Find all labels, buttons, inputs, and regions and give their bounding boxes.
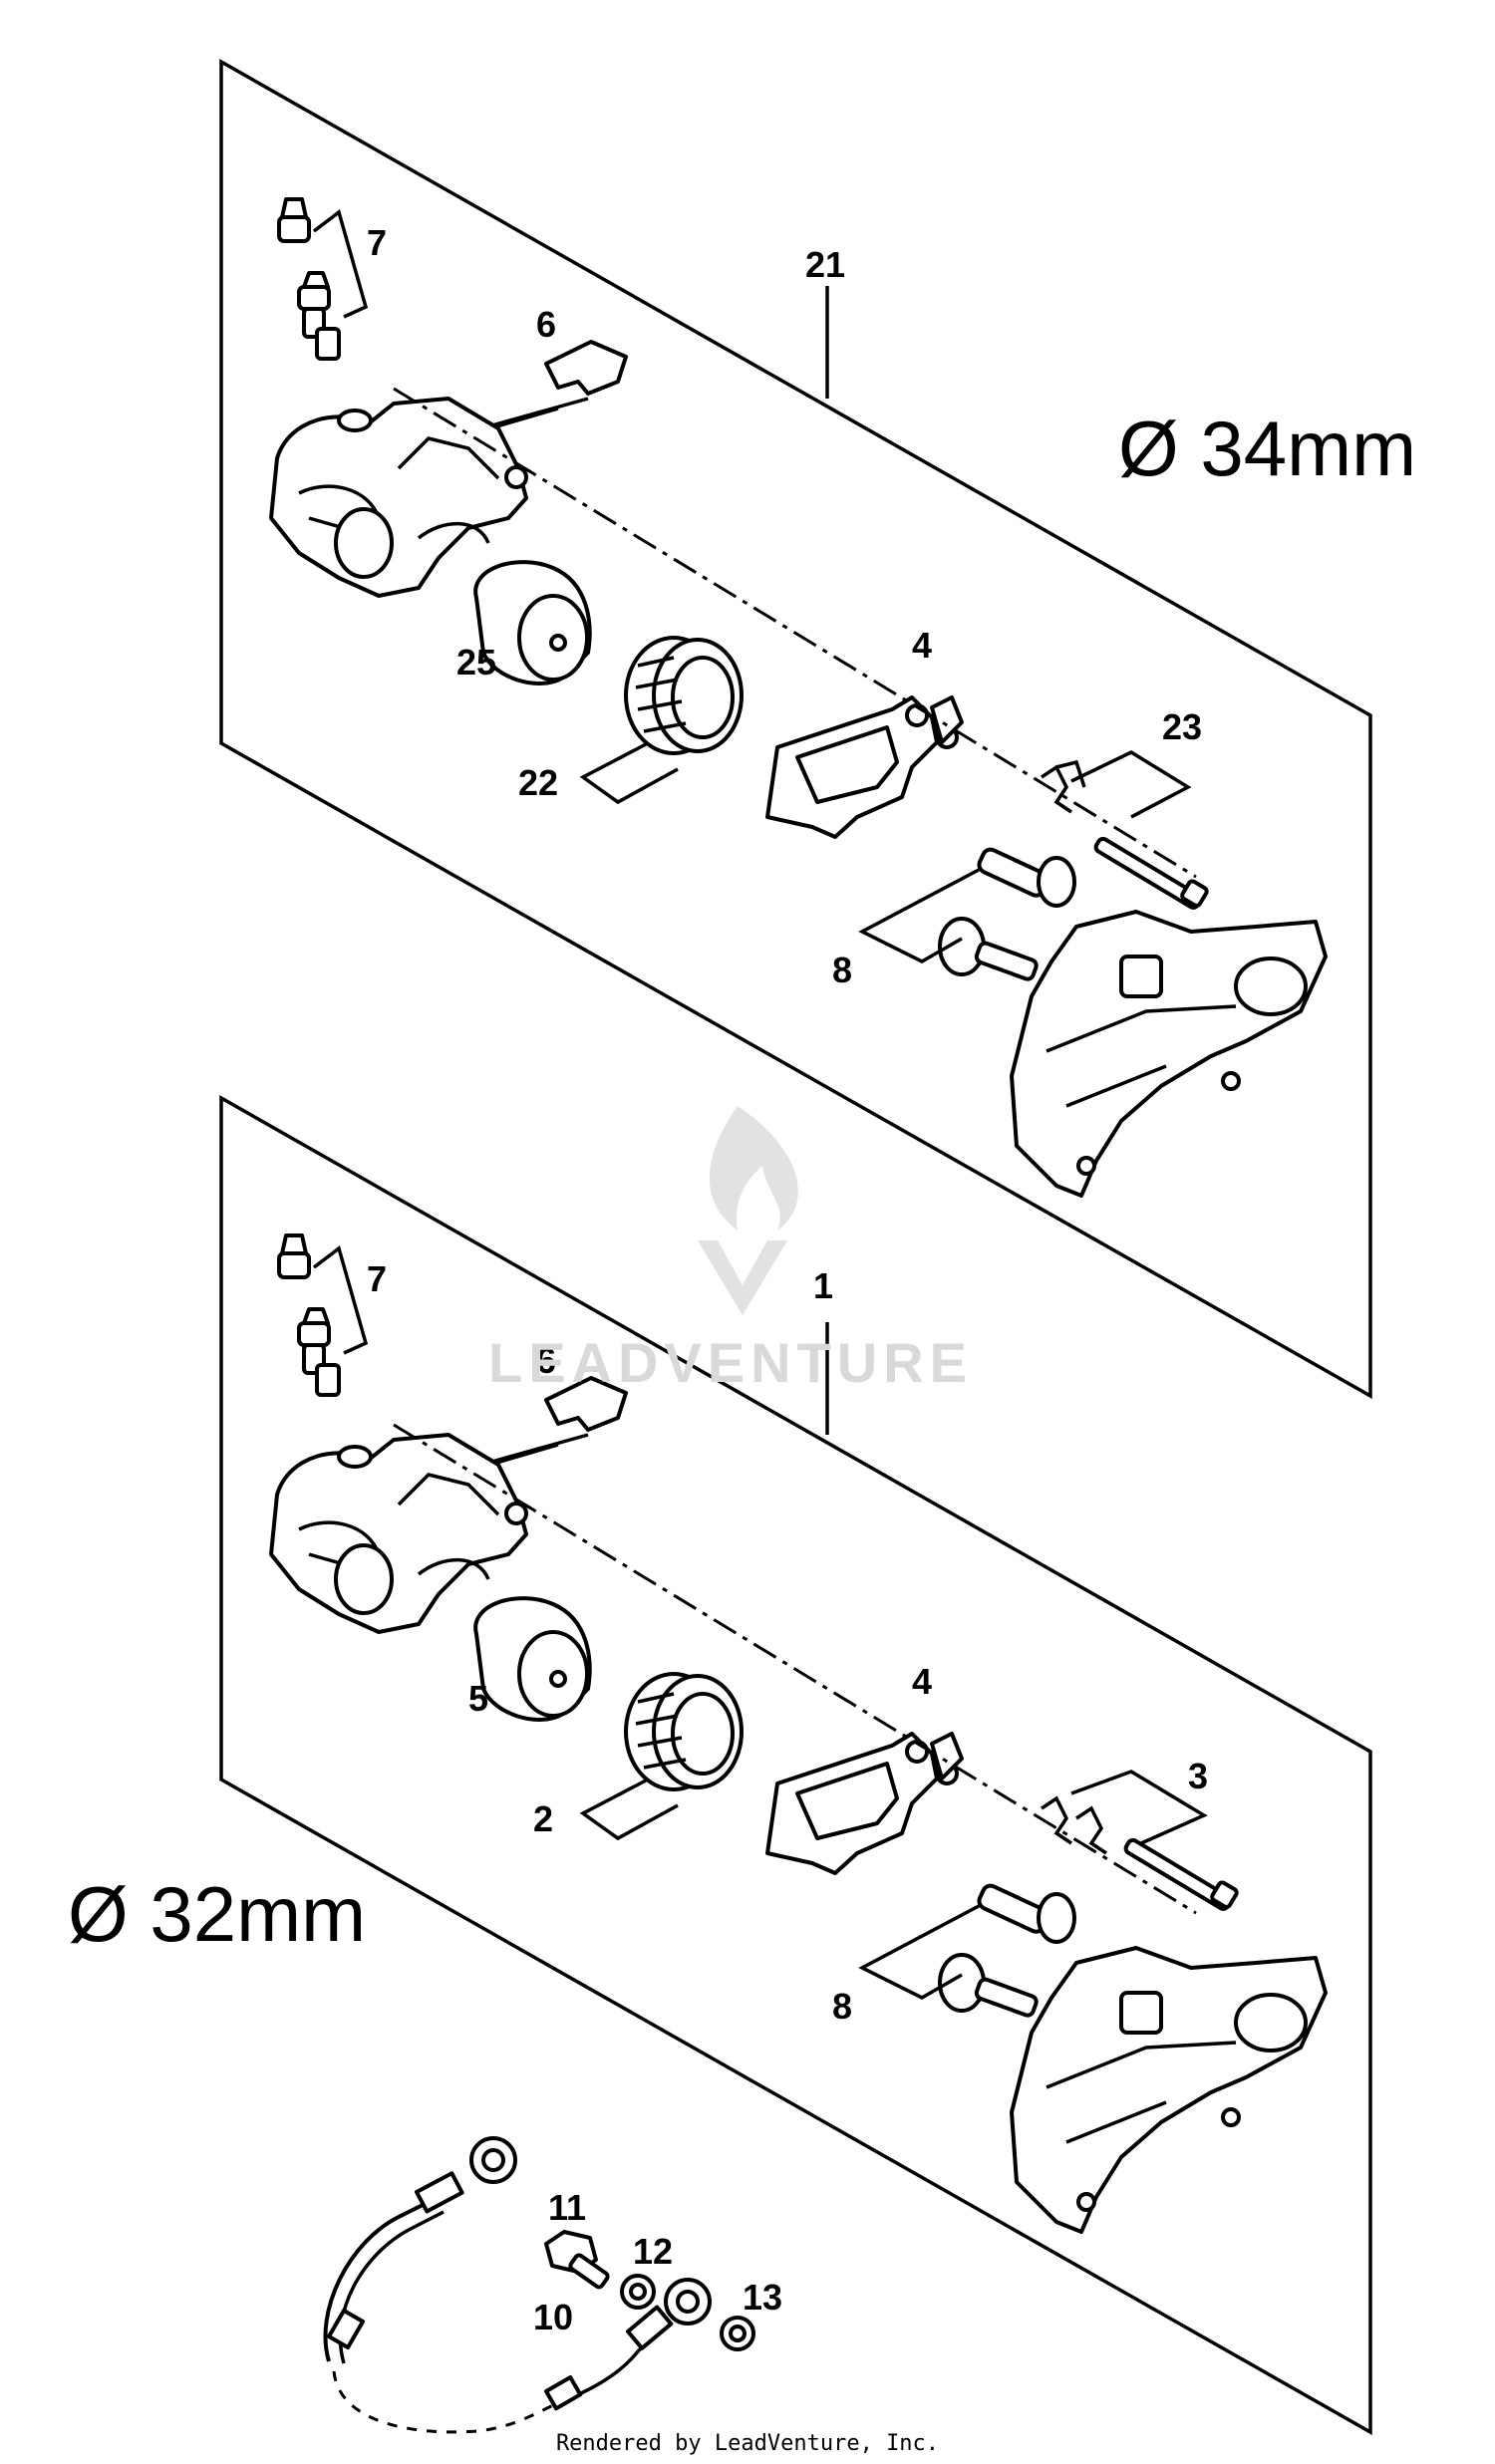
washer-13[interactable] <box>720 2316 755 2351</box>
bleeder-screw-lower[interactable] <box>277 1233 341 1397</box>
callout-washer-12: 12 <box>633 2231 673 2272</box>
diameter-label-lower: Ø 32mm <box>68 1870 366 1958</box>
banjo-bolt[interactable] <box>544 2230 610 2290</box>
brake-pads-upper[interactable] <box>765 695 964 839</box>
pad-spring-upper[interactable] <box>544 340 628 396</box>
callout-upper-pads: 4 <box>912 625 932 666</box>
callout-lower-pad-spring: 6 <box>536 1340 556 1381</box>
footer-credit: Rendered by LeadVenture, Inc. <box>555 2431 940 2456</box>
watermark-text: LEADVENTURE <box>488 1331 974 1394</box>
lower-panel-frame <box>219 1094 1372 2436</box>
lower-assembly <box>219 1094 1372 2436</box>
upper-assembly <box>219 58 1372 1400</box>
watermark-logo <box>698 1106 798 1315</box>
callout-lower-bleeder: 7 <box>367 1258 387 1299</box>
caliper-carrier-lower[interactable] <box>938 1883 1328 2234</box>
caliper-body-lower[interactable] <box>269 1433 528 1634</box>
pad-spring-lower[interactable] <box>544 1376 628 1432</box>
seal-upper[interactable] <box>624 636 744 755</box>
pin-kit-upper[interactable] <box>1041 759 1209 910</box>
callout-upper-assembly: 21 <box>805 244 845 285</box>
bleeder-screw-upper[interactable] <box>277 197 341 361</box>
callout-lower-assembly: 1 <box>813 1265 833 1306</box>
brake-hose[interactable] <box>323 2136 712 2434</box>
callout-lower-pin-kit: 3 <box>1188 1756 1208 1796</box>
pin-kit-lower[interactable] <box>1041 1795 1239 1911</box>
caliper-body-upper[interactable] <box>269 397 528 598</box>
callout-upper-pin-kit: 23 <box>1162 706 1202 747</box>
callout-lower-piston: 5 <box>468 1678 488 1719</box>
callout-hose: 10 <box>533 2297 573 2337</box>
seal-lower[interactable] <box>624 1672 744 1791</box>
callout-lower-slide-boots: 8 <box>832 1986 852 2027</box>
diameter-label-upper: Ø 34mm <box>1118 405 1416 492</box>
callout-upper-slide-boots: 8 <box>832 950 852 990</box>
piston-upper[interactable] <box>473 560 592 685</box>
piston-lower[interactable] <box>473 1596 592 1722</box>
upper-panel-frame <box>219 58 1372 1400</box>
brake-pads-lower[interactable] <box>765 1732 964 1875</box>
callout-upper-bleeder: 7 <box>367 222 387 263</box>
callout-washer-13: 13 <box>743 2277 782 2318</box>
callout-lower-seal: 2 <box>533 1798 553 1839</box>
callout-lower-pads: 4 <box>912 1661 932 1702</box>
callout-upper-seal: 22 <box>518 762 558 803</box>
caliper-carrier-upper[interactable] <box>938 847 1328 1198</box>
washer-12[interactable] <box>620 2274 656 2310</box>
callout-banjo-bolt: 11 <box>548 2187 586 2228</box>
callout-upper-pad-spring: 6 <box>536 304 556 345</box>
callout-upper-piston: 25 <box>456 642 496 683</box>
